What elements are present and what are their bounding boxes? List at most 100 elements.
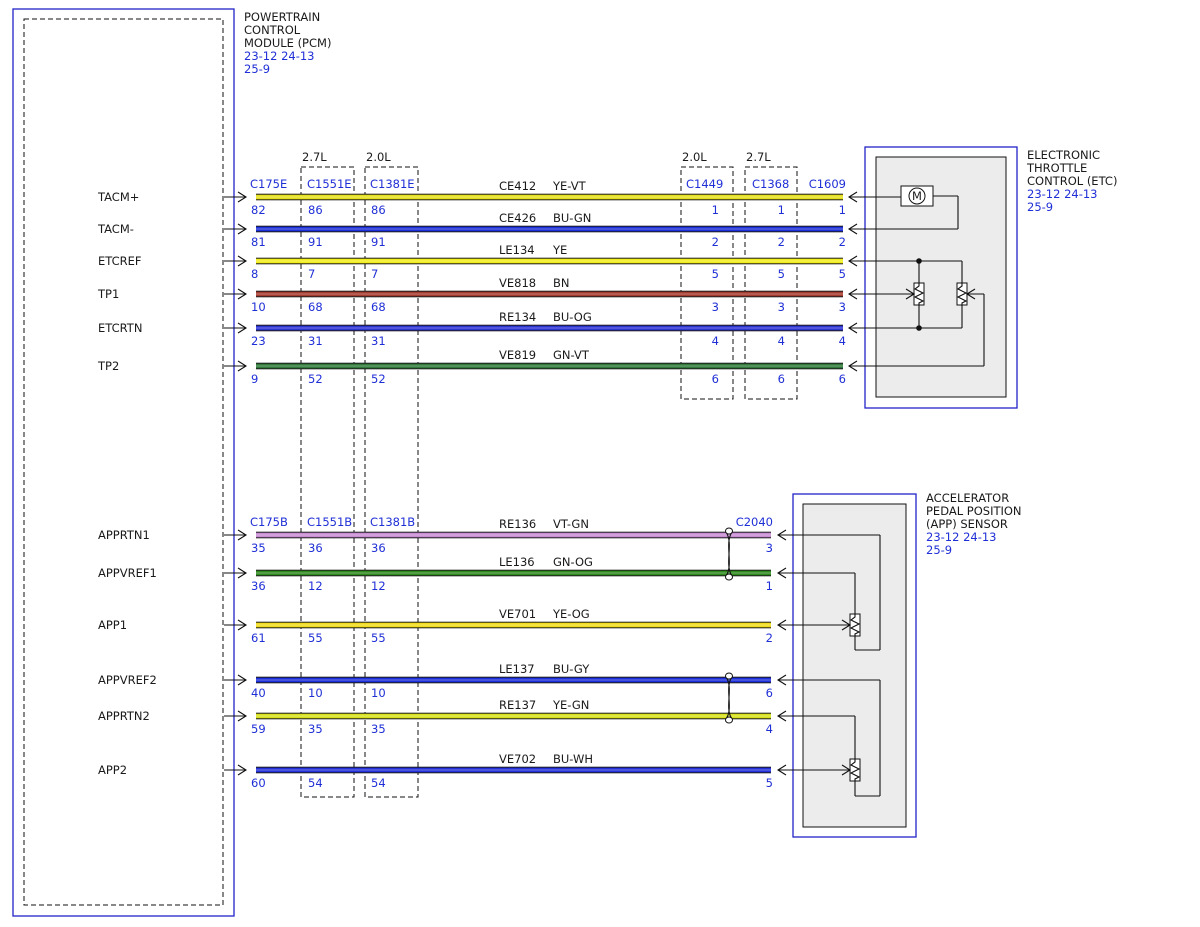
circuit-label: LE134 [499,243,535,257]
wire-le137-stripe [256,679,771,681]
color-label: YE [552,243,567,257]
app-title-line: ACCELERATOR [926,491,1009,505]
pin-number: 7 [371,267,378,281]
pcm-pin-arrow [237,223,248,235]
pin-number: 4 [712,334,719,348]
pcm-pin-arrow [237,619,248,631]
pin-number: 59 [251,722,266,736]
wire-ve819 [256,363,843,369]
pin-number: 7 [308,267,315,281]
tp1-sensor-icon-zigzag [913,283,925,305]
color-label: GN-VT [553,348,590,362]
color-label: BN [553,276,570,290]
connector-label-c1381b: C1381B [370,515,415,529]
pcm-title-line: MODULE (PCM) [244,36,331,50]
color-label: VT-GN [553,517,589,531]
junction-dot [916,258,922,264]
pin-number: 1 [712,203,719,217]
twisted-pair-1-bottom-cap [725,573,733,581]
pin-number: 3 [839,300,846,314]
circuit-label: CE426 [499,211,536,225]
pcm-title-line: CONTROL [244,23,301,37]
signal-label: ETCREF [98,254,142,268]
etc-title-line: 23-12 24-13 [1027,187,1098,201]
app2-wiper-arrow [841,764,852,776]
pin-number: 91 [371,235,386,249]
pin-number: 1 [778,203,785,217]
pin-number: 23 [251,334,266,348]
connector-label-c1449: C1449 [686,177,723,191]
pin-number: 3 [712,300,719,314]
wire-le137 [256,677,771,683]
circuit-label: RE136 [499,517,536,531]
pin-number: 5 [766,776,773,790]
pin-number: 36 [371,541,386,555]
pcm-pin-arrow [237,764,248,776]
pin-number: 55 [371,631,386,645]
pin-number: 8 [251,267,258,281]
app-title-line: 25-9 [926,543,952,557]
pin-number: 10 [251,300,266,314]
pin-number: 3 [766,541,773,555]
pin-number: 35 [251,541,266,555]
pin-number: 6 [778,372,785,386]
circuit-label: VE818 [499,276,536,290]
pin-number: 60 [251,776,266,790]
wire-le134 [256,258,843,264]
pin-number: 86 [371,203,386,217]
pcm-pin-arrow [237,288,248,300]
wire-ve702-stripe [256,769,771,771]
wire-re134 [256,325,843,331]
pin-number: 2 [712,235,719,249]
pin-number: 6 [712,372,719,386]
tp2-wiper-arrow [965,288,976,300]
connector-label-c1381e: C1381E [370,177,415,191]
connector-label-pcm-top: C175E [250,177,287,191]
pin-number: 68 [371,300,386,314]
pcm-title-line: 23-12 24-13 [244,49,315,63]
wire-ce426-stripe [256,228,843,230]
connector-label-c1368: C1368 [752,177,789,191]
app1-sensor-icon-zigzag [849,614,861,636]
pcm-pin-arrow [237,710,248,722]
pin-number: 1 [766,579,773,593]
pin-number: 4 [766,722,773,736]
twisted-pair-1-top-cap [725,527,733,535]
pin-number: 12 [371,579,386,593]
signal-label: APP1 [98,618,127,632]
pin-number: 68 [308,300,323,314]
wire-re136-stripe [256,534,771,536]
etc-title-line: ELECTRONIC [1027,148,1100,162]
wire-ce412 [256,194,843,200]
engine-label-c1449: 2.0L [682,150,707,164]
pcm-pin-arrow [237,255,248,267]
motor-symbol: M [912,189,922,203]
wire-ce426 [256,226,843,232]
circuit-label: VE702 [499,752,536,766]
pcm-frame [12,8,235,917]
pcm-pin-arrow [237,529,248,541]
pin-number: 54 [371,776,386,790]
app2-sensor-icon-zigzag [849,759,861,781]
app-title-line: PEDAL POSITION [926,504,1022,518]
tp1-wiper-arrow [905,288,916,300]
signal-label: APPRTN2 [98,709,150,723]
etc-title-line: THROTTLE [1026,161,1087,175]
wire-ce412-stripe [256,196,843,198]
color-label: YE-OG [552,607,590,621]
color-label: YE-GN [552,698,589,712]
signal-label: ETCRTN [98,321,142,335]
pin-number: 2 [766,631,773,645]
circuit-label: RE137 [499,698,536,712]
pin-number: 55 [308,631,323,645]
tp2-sensor-icon-zigzag [956,283,968,305]
c1449-dashed-box [680,166,734,400]
junction-dot [916,325,922,331]
wire-ve819-stripe [256,365,843,367]
circuit-label: LE136 [499,555,535,569]
pcm-title-line: 25-9 [244,62,270,76]
pcm-pin-arrow [237,674,248,686]
pin-number: 10 [371,686,386,700]
connector-label-c1551e: C1551E [307,177,352,191]
pcm-pin-arrow [237,322,248,334]
